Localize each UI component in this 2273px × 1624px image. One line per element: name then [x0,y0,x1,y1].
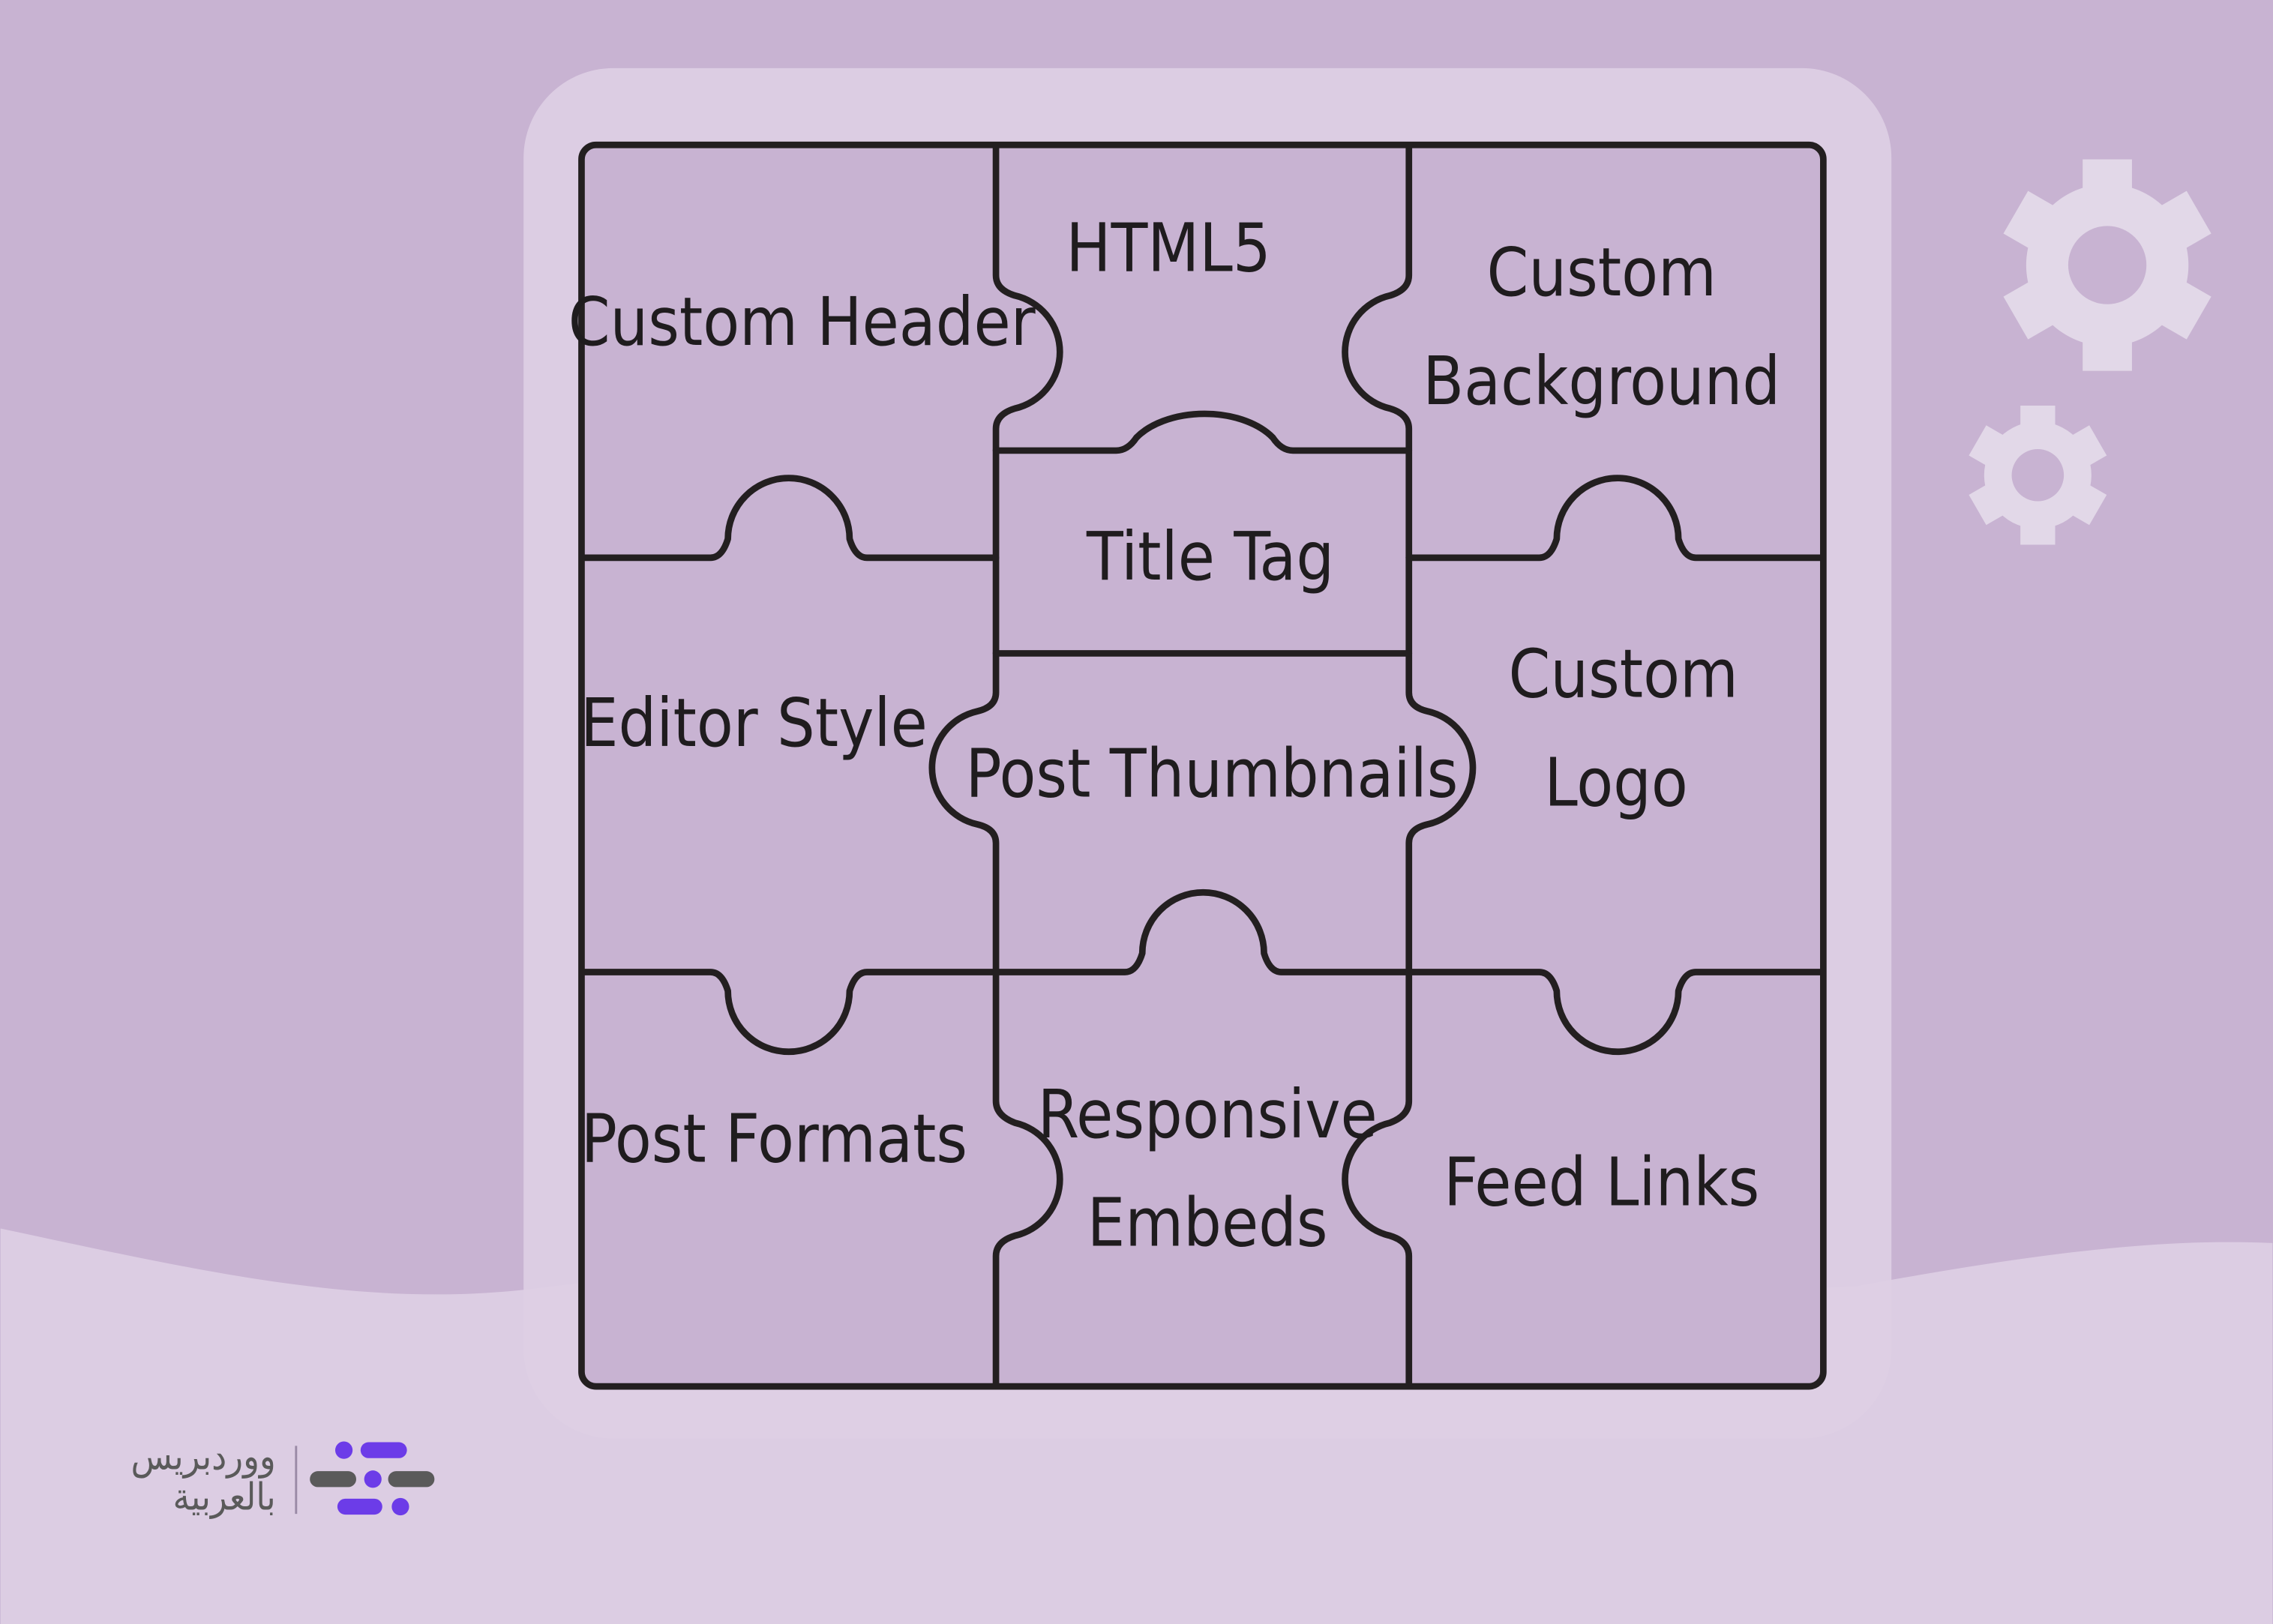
piece-label-custom-logo-line1: Custom [1509,634,1738,712]
gear-small-icon [1969,406,2107,545]
piece-label-editor-style: Editor Style [580,684,928,762]
piece-label-custom-logo-line2: Logo [1544,743,1688,821]
brand-logo: ووردبريس بالعربية [130,1434,435,1519]
piece-label-post-thumbnails: Post Thumbnails [965,735,1458,813]
cut-vertical-right-bottom [1342,969,1413,1389]
cut-vertical-right-middle [1405,554,1477,975]
piece-label-custom-background-line1: Custom [1487,233,1717,311]
piece-label-post-formats: Post Formats [581,1100,967,1178]
brand-logo-mark-icon [310,1441,435,1516]
piece-label-custom-header: Custom Header [568,283,1036,361]
brand-logo-text-line2: بالعربية [172,1474,275,1519]
piece-label-responsive-embeds-line2: Embeds [1087,1184,1328,1262]
cut-vertical-right-top [1342,144,1413,562]
piece-label-responsive-embeds-line1: Responsive [1038,1075,1378,1153]
gear-large-icon [2003,159,2212,371]
puzzle-border [578,141,1827,1390]
piece-label-custom-background-line2: Background [1423,342,1780,420]
cut-horizontal-left-upper [580,475,1000,562]
cut-horizontal-left-lower [580,969,1000,1056]
cut-vertical-left-middle [928,554,1000,975]
piece-label-feed-links: Feed Links [1444,1143,1759,1221]
brand-logo-text-line1: ووردبريس [130,1434,275,1479]
puzzle-board [578,141,1827,1390]
cut-horizontal-right-upper [1405,475,1824,562]
cut-horizontal-right-lower [1405,969,1824,1056]
puzzle-labels: Custom Header HTML5 Custom Background Ti… [568,208,1780,1261]
cut-horizontal-middle-lower [992,888,1413,975]
puzzle-board-fill [581,145,1824,1387]
piece-label-title-tag: Title Tag [1086,517,1334,595]
piece-label-html5: HTML5 [1066,208,1270,286]
cut-vertical-left-bottom [992,969,1063,1389]
cut-title-tag-top [992,410,1413,454]
cut-vertical-left-top [992,144,1063,562]
